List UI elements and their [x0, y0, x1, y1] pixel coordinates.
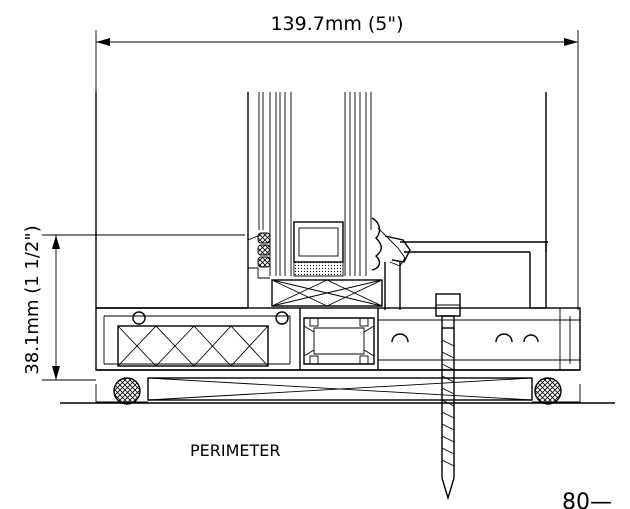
anchor-screw-icon	[435, 293, 461, 501]
height-dimension	[42, 234, 245, 381]
thermal-break-block	[117, 311, 289, 367]
setting-block	[271, 279, 383, 307]
glazing-unit	[247, 92, 372, 308]
page-mark: 80—	[562, 490, 612, 509]
screw-boss-clips	[391, 333, 539, 343]
backer-rod-gaskets	[95, 377, 581, 405]
perimeter-label: PERIMETER	[190, 441, 281, 460]
thermal-strut	[303, 317, 375, 365]
width-dimension-label: 139.7mm (5")	[270, 13, 403, 35]
interior-gasket	[247, 232, 271, 279]
exterior-glazing-stop	[371, 217, 548, 310]
sill-extrusion	[95, 307, 581, 371]
height-dimension-label: 38.1mm (1 1/2")	[22, 225, 43, 374]
sill-shim	[147, 377, 533, 401]
insulating-spacer	[293, 221, 344, 277]
